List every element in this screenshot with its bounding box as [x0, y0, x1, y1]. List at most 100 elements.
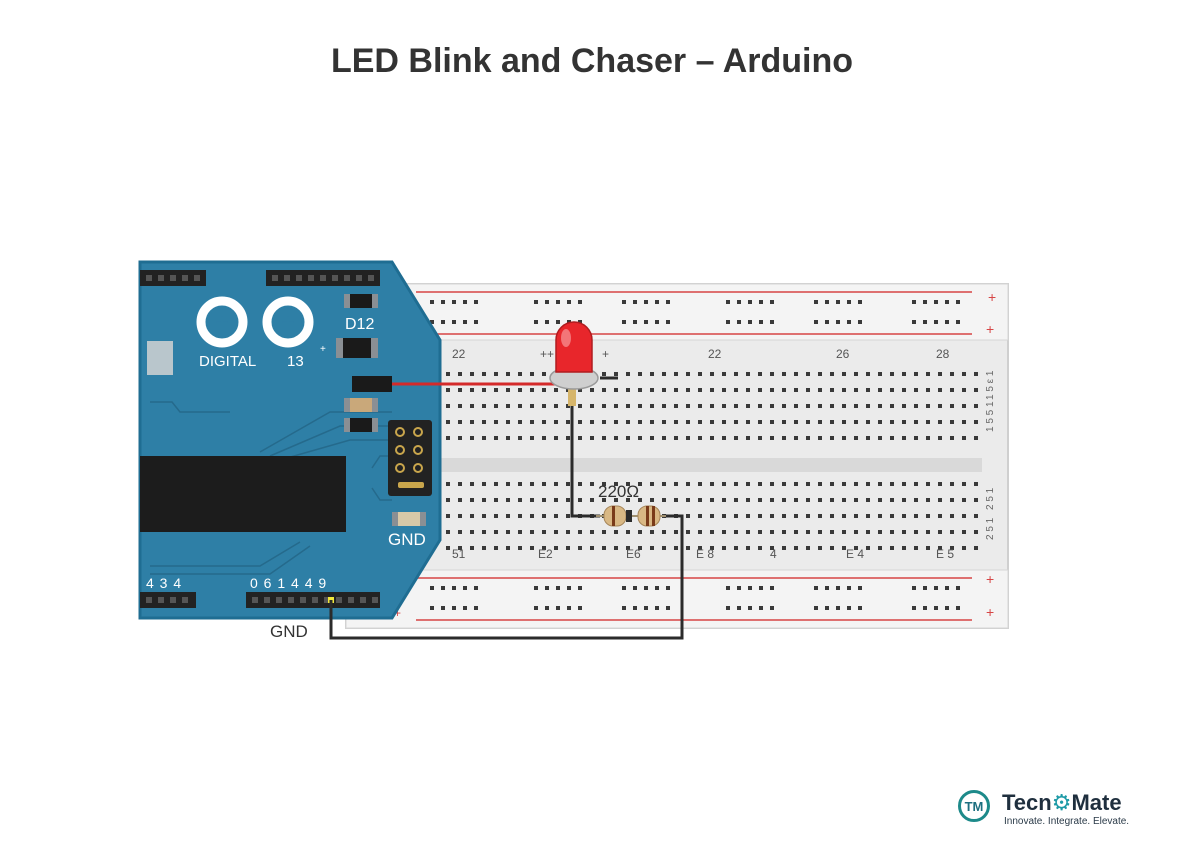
breadboard-hole — [482, 404, 486, 408]
breadboard-hole — [734, 546, 738, 550]
header-pin — [194, 275, 200, 281]
breadboard-hole — [890, 404, 894, 408]
row-label-top-2: 1 5 5 1 — [985, 401, 996, 432]
breadboard-hole — [494, 530, 498, 534]
breadboard-hole — [878, 482, 882, 486]
rail-hole — [825, 300, 829, 304]
rail-hole — [858, 300, 862, 304]
rail-hole — [666, 300, 670, 304]
breadboard-hole — [446, 546, 450, 550]
col-label-bottom-4: E 8 — [696, 547, 714, 561]
breadboard-hole — [746, 436, 750, 440]
breadboard-hole — [518, 388, 522, 392]
icsp-pin — [395, 445, 405, 455]
smd-component-1 — [344, 294, 378, 308]
breadboard-hole — [770, 388, 774, 392]
breadboard-hole — [470, 404, 474, 408]
smd-component-4 — [392, 512, 426, 526]
breadboard-hole — [842, 546, 846, 550]
breadboard-hole — [482, 530, 486, 534]
breadboard-hole — [662, 420, 666, 424]
breadboard-hole — [710, 372, 714, 376]
breadboard-hole — [914, 436, 918, 440]
breadboard-hole — [482, 372, 486, 376]
breadboard-hole — [554, 482, 558, 486]
rail-hole — [534, 320, 538, 324]
rail-hole — [578, 586, 582, 590]
col-label-bottom-5: 4 — [770, 547, 777, 561]
rail-hole — [748, 300, 752, 304]
breadboard-hole — [902, 498, 906, 502]
breadboard-hole — [650, 530, 654, 534]
breadboard-hole — [554, 436, 558, 440]
rail-hole — [430, 606, 434, 610]
breadboard-hole — [758, 436, 762, 440]
breadboard-hole — [806, 498, 810, 502]
breadboard-hole — [782, 420, 786, 424]
breadboard-hole — [950, 530, 954, 534]
header-bottom-pins — [146, 597, 378, 603]
breadboard-hole — [446, 436, 450, 440]
breadboard-hole — [446, 372, 450, 376]
breadboard-hole — [962, 546, 966, 550]
icsp-pin — [413, 445, 423, 455]
header-pin — [182, 597, 188, 603]
breadboard-hole — [686, 420, 690, 424]
col-label-top-6: 28 — [936, 347, 950, 361]
rail-hole — [759, 320, 763, 324]
breadboard-hole — [698, 546, 702, 550]
breadboard-hole — [554, 514, 558, 518]
breadboard-hole — [746, 404, 750, 408]
breadboard-hole — [770, 546, 774, 550]
header-pin — [170, 597, 176, 603]
breadboard-hole — [482, 420, 486, 424]
rail-hole — [633, 300, 637, 304]
breadboard-hole — [638, 530, 642, 534]
rail-hole — [474, 300, 478, 304]
rail-hole — [825, 606, 829, 610]
smd-component-2 — [336, 338, 378, 358]
breadboard-hole — [506, 546, 510, 550]
breadboard-hole — [866, 388, 870, 392]
breadboard-hole — [686, 372, 690, 376]
breadboard-hole — [962, 388, 966, 392]
breadboard-hole — [614, 372, 618, 376]
breadboard-hole — [494, 514, 498, 518]
breadboard-hole — [890, 482, 894, 486]
breadboard-hole — [590, 404, 594, 408]
breadboard-hole — [782, 372, 786, 376]
row-label-top-1: 1 5 ε 1 — [985, 370, 996, 400]
breadboard-hole — [950, 436, 954, 440]
rail-hole — [545, 320, 549, 324]
breadboard-hole — [542, 404, 546, 408]
breadboard-hole — [722, 530, 726, 534]
header-pin — [272, 275, 278, 281]
breadboard-hole — [578, 546, 582, 550]
breadboard-hole — [674, 436, 678, 440]
rail-hole — [567, 606, 571, 610]
rail-hole — [858, 606, 862, 610]
breadboard-hole — [806, 514, 810, 518]
breadboard-hole — [686, 514, 690, 518]
brand-name-left: Tecn — [1002, 790, 1052, 815]
breadboard-hole — [770, 420, 774, 424]
breadboard-hole — [530, 388, 534, 392]
breadboard-hole — [458, 404, 462, 408]
breadboard-hole — [590, 482, 594, 486]
breadboard-hole — [806, 372, 810, 376]
breadboard-hole — [794, 372, 798, 376]
breadboard-hole — [734, 498, 738, 502]
rail-hole — [556, 300, 560, 304]
breadboard-hole — [590, 498, 594, 502]
breadboard-hole — [818, 420, 822, 424]
breadboard-hole — [734, 420, 738, 424]
breadboard-hole — [662, 482, 666, 486]
breadboard-hole — [626, 372, 630, 376]
breadboard-hole — [926, 482, 930, 486]
label-gnd-bottom: GND — [270, 622, 308, 641]
rail-hole — [534, 586, 538, 590]
breadboard-hole — [854, 436, 858, 440]
header-pin — [320, 275, 326, 281]
rail-hole — [847, 586, 851, 590]
top-rail-plus-2: + — [986, 321, 994, 337]
